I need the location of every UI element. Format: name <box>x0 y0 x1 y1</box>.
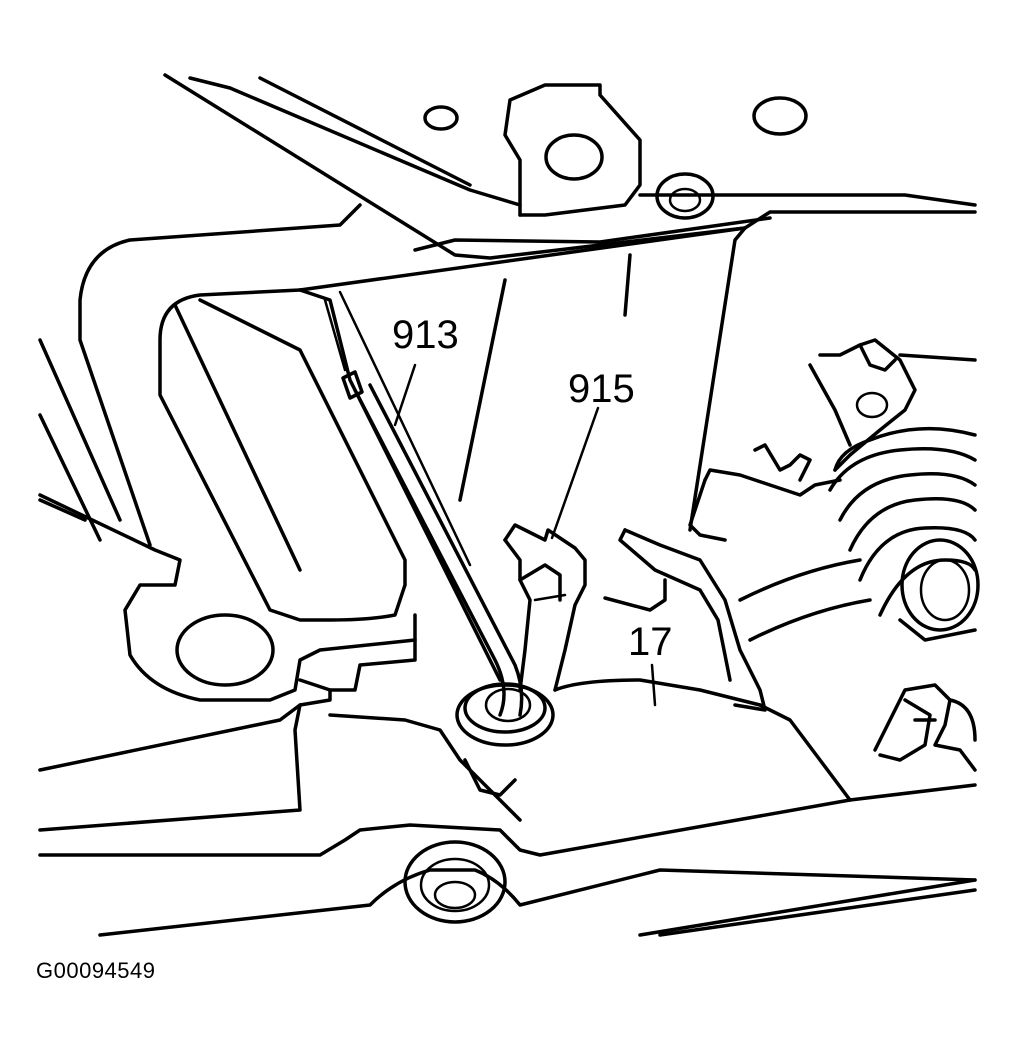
connector-right <box>873 683 977 772</box>
clip-915 <box>503 523 587 692</box>
lower-plate <box>38 713 977 937</box>
leader-17 <box>650 663 657 707</box>
upper-housing <box>163 73 977 260</box>
leader-915 <box>550 406 600 540</box>
callout-913: 913 <box>392 313 459 357</box>
callout-915: 915 <box>568 367 635 411</box>
callout-17: 17 <box>628 620 673 664</box>
pivot-bushing <box>455 678 762 797</box>
leader-lines <box>393 363 657 707</box>
plate-edges <box>298 226 747 682</box>
figure-id: G00094549 <box>36 958 156 983</box>
lever-17 <box>603 468 872 802</box>
leader-913 <box>393 363 417 427</box>
left-housing <box>38 203 417 832</box>
spring-assembly <box>753 338 980 642</box>
